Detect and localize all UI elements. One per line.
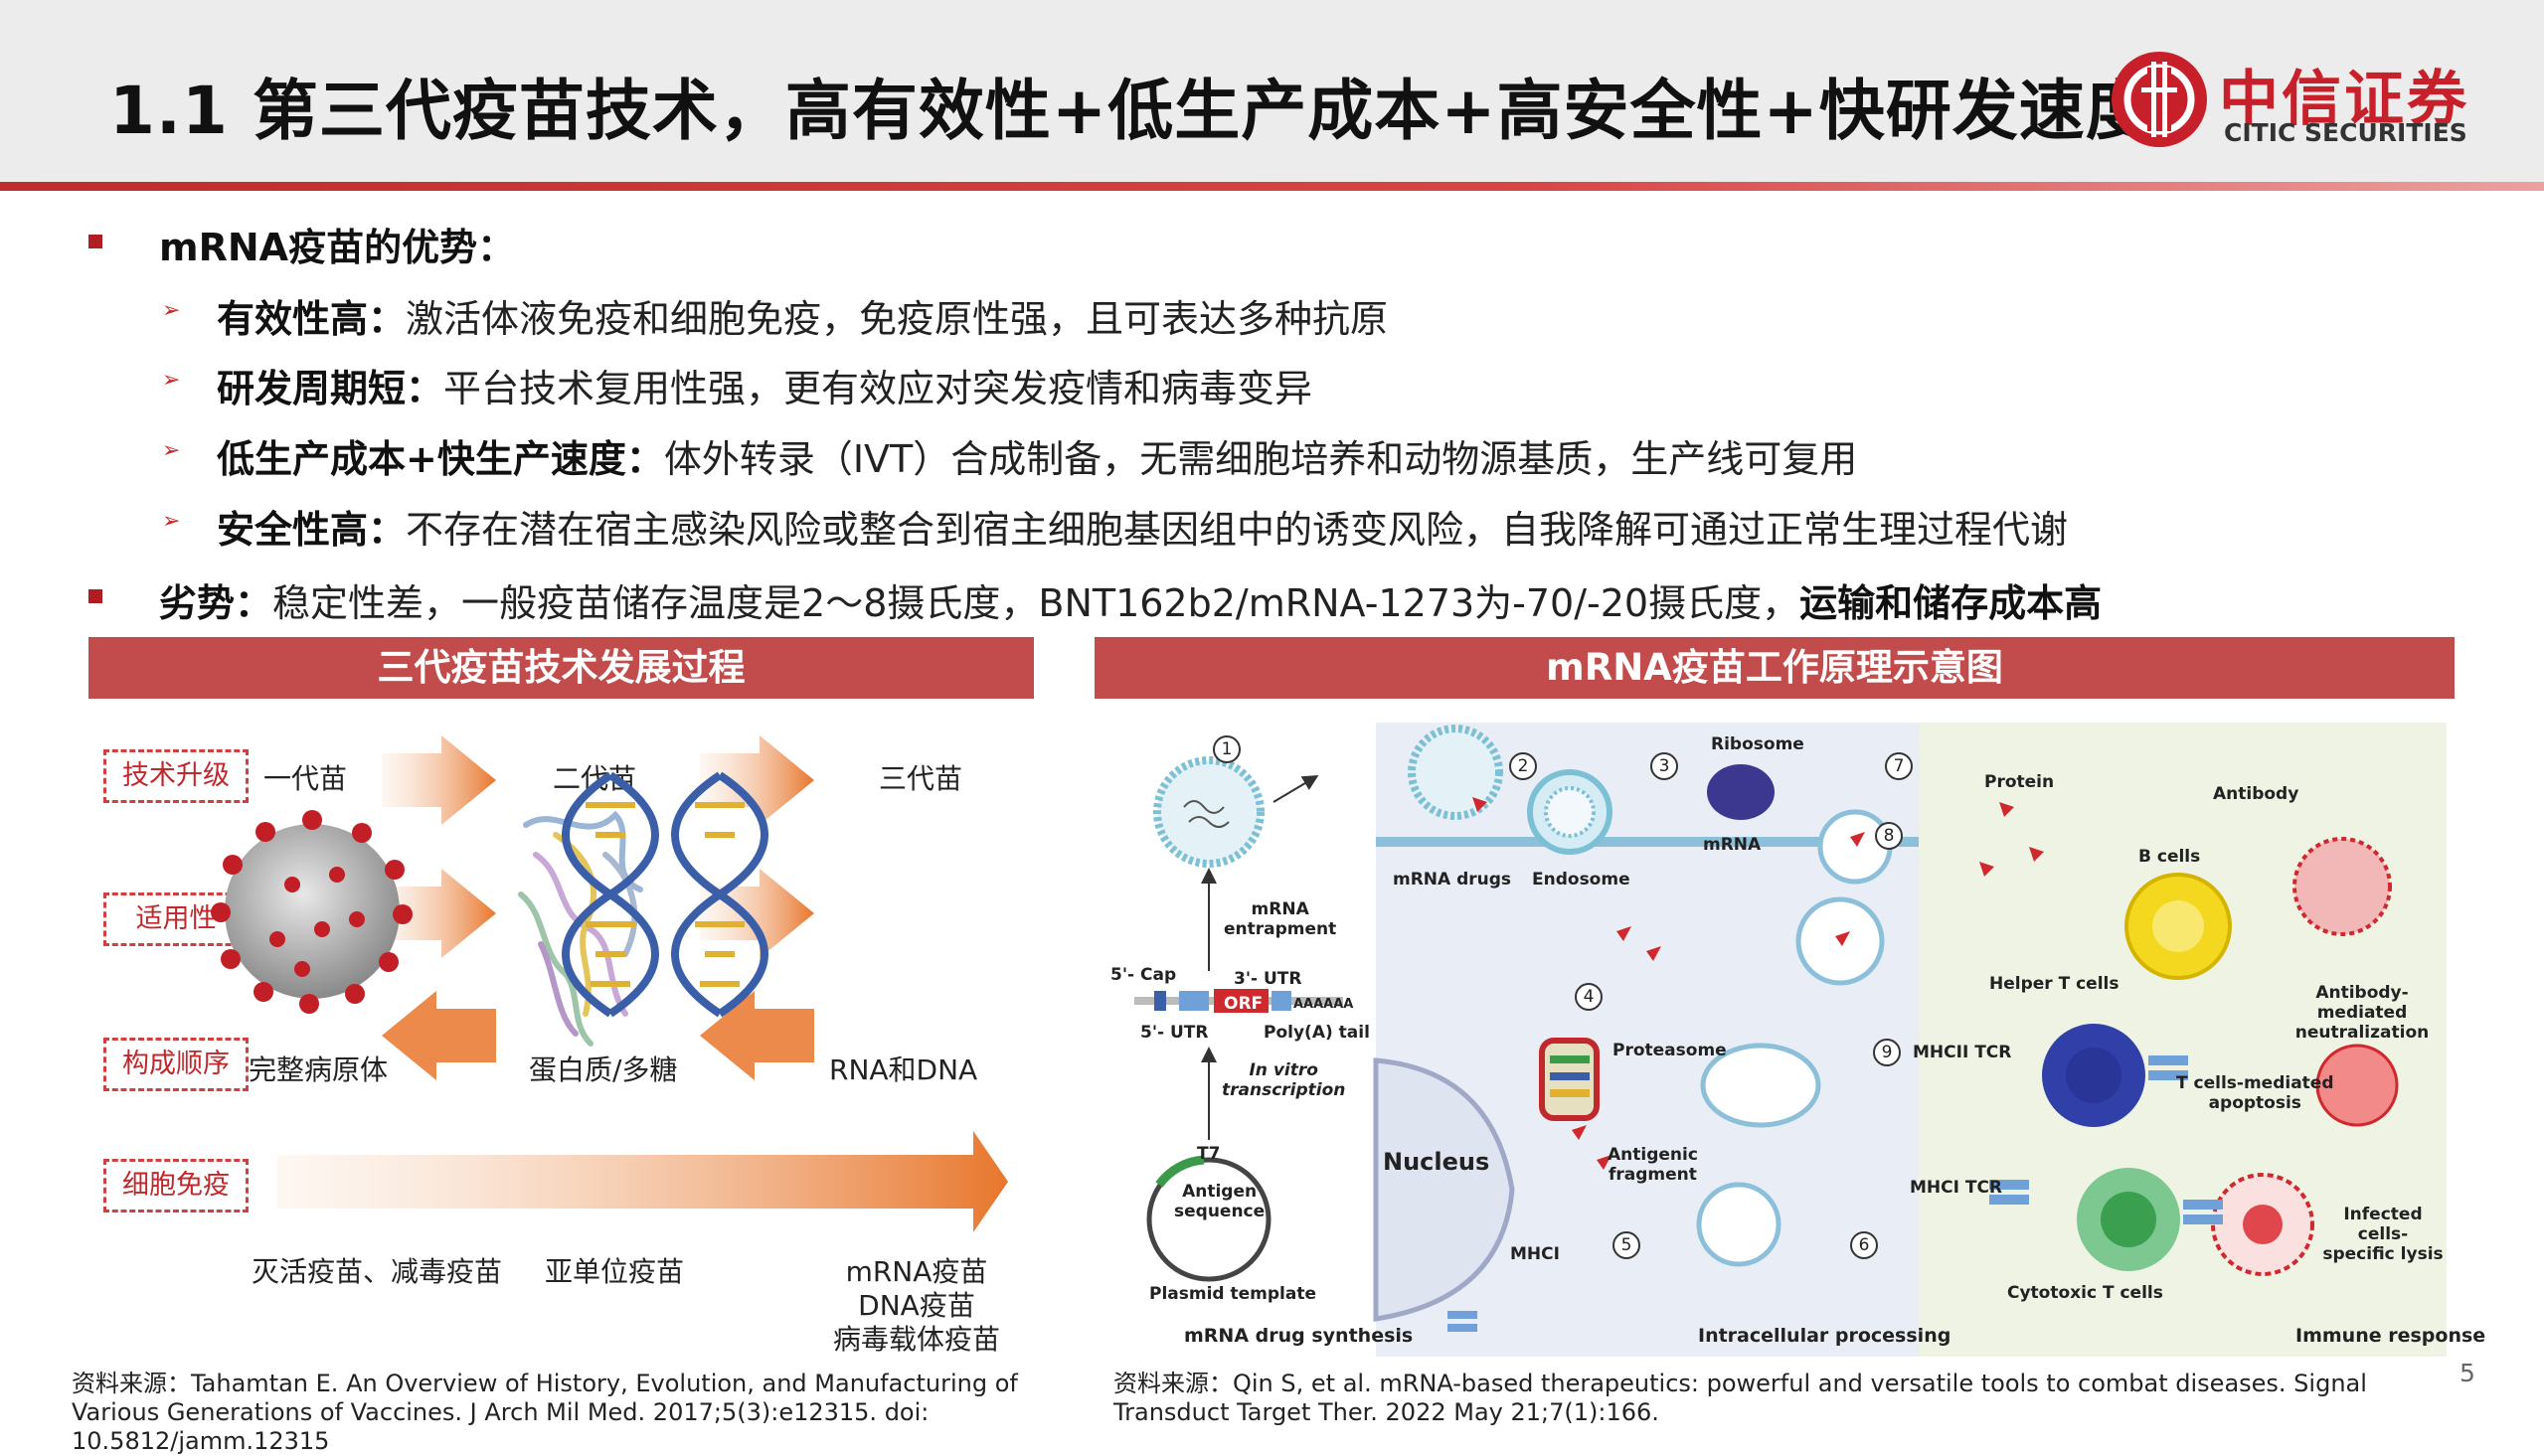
dna-helix-icon bbox=[562, 771, 768, 1018]
arrow-right-icon bbox=[382, 735, 496, 825]
label-b-cells: B cells bbox=[2138, 847, 2201, 867]
step-3-icon: 3 bbox=[1650, 752, 1678, 780]
point-rd-cycle: 研发周期短：平台技术复用性强，更有效应对突发疫情和病毒变异 bbox=[217, 367, 1313, 410]
label-antigenic-fragment: Antigenic fragment bbox=[1608, 1145, 1698, 1185]
arrow-bullet-icon: ➢ bbox=[162, 298, 181, 323]
vaccine-type-2: 亚单位疫苗 bbox=[545, 1255, 685, 1288]
composition-3: RNA和DNA bbox=[829, 1053, 978, 1086]
point-safety: 安全性高：不存在潜在宿主感染风险或整合到宿主细胞基因组中的诱变风险，自我降解可通… bbox=[217, 508, 2069, 552]
plasmid-icon bbox=[1146, 1155, 1272, 1282]
label-plasmid: Plasmid template bbox=[1149, 1284, 1316, 1304]
label-mrna-entrapment: mRNA entrapment bbox=[1224, 899, 1337, 939]
label-antigen-sequence: Antigen sequence bbox=[1174, 1182, 1266, 1221]
nucleus-icon bbox=[1373, 1057, 1515, 1322]
virus-icon bbox=[211, 810, 413, 1014]
step-6-icon: 6 bbox=[1850, 1231, 1878, 1259]
step-8-icon: 8 bbox=[1875, 822, 1903, 850]
label-immune-response: Immune response bbox=[2295, 1325, 2486, 1347]
left-source: 资料来源：Tahamtan E. An Overview of History,… bbox=[72, 1370, 1018, 1455]
composition-1: 完整病原体 bbox=[249, 1053, 389, 1086]
label-proteasome: Proteasome bbox=[1612, 1041, 1727, 1060]
cell-membrane-icon bbox=[1376, 725, 1919, 855]
label-in-vitro: In vitro transcription bbox=[1222, 1060, 1346, 1100]
label-cytotoxic-t: Cytotoxic T cells bbox=[2007, 1283, 2163, 1303]
page-title: 1.1 第三代疫苗技术，高有效性+低生产成本+高安全性+快研发速度 bbox=[109, 73, 2152, 149]
disadvantage-line: 劣势：稳定性差，一般疫苗储存温度是2～8摄氏度，BNT162b2/mRNA-12… bbox=[159, 581, 2103, 625]
gen1-label: 一代苗 bbox=[263, 762, 348, 795]
row-label-cellular-immunity: 细胞免疫 bbox=[103, 1159, 249, 1213]
immune-panel bbox=[1919, 723, 2447, 1357]
arrow-right-icon bbox=[382, 869, 496, 958]
advantages-heading: mRNA疫苗的优势： bbox=[159, 226, 516, 269]
label-5cap: 5'- Cap bbox=[1110, 965, 1177, 985]
step-5-icon: 5 bbox=[1612, 1231, 1640, 1259]
label-ribosome: Ribosome bbox=[1711, 734, 1804, 754]
citic-emblem-icon bbox=[2112, 52, 2207, 147]
square-bullet-icon bbox=[88, 235, 102, 248]
label-5utr: 5'- UTR bbox=[1140, 1023, 1209, 1043]
step-4-icon: 4 bbox=[1575, 983, 1603, 1011]
mrna-mechanism-diagram: 1 2 3 4 5 6 7 8 9 mRNA entrapment 5'- Ca… bbox=[1095, 723, 2485, 1357]
label-polya-seq: AAAAAA bbox=[1293, 997, 1354, 1012]
step-7-icon: 7 bbox=[1885, 752, 1913, 780]
left-panel-title: 三代疫苗技术发展过程 bbox=[88, 637, 1034, 699]
page-number: 5 bbox=[2459, 1359, 2475, 1387]
long-arrow-icon bbox=[277, 1131, 1008, 1232]
vaccine-type-1: 灭活疫苗、减毒疫苗 bbox=[252, 1255, 503, 1288]
label-intracellular: Intracellular processing bbox=[1698, 1325, 1951, 1347]
protein-structure-icon bbox=[518, 810, 643, 1047]
label-mrna-synthesis: mRNA drug synthesis bbox=[1184, 1325, 1414, 1347]
mrna-construct-icon bbox=[1134, 989, 1343, 1013]
label-antibody: Antibody bbox=[2213, 784, 2299, 804]
arrow-bullet-icon: ➢ bbox=[162, 368, 181, 393]
header-divider bbox=[0, 182, 2544, 191]
label-mhci: MHCI bbox=[1510, 1244, 1560, 1264]
label-mhci-tcr: MHCI TCR bbox=[1910, 1178, 2003, 1198]
label-polya-tail: Poly(A) tail bbox=[1264, 1023, 1370, 1043]
point-production: 低生产成本+快生产速度：体外转录（IVT）合成制备，无需细胞培养和动物源基质，生… bbox=[217, 437, 1858, 481]
label-mhcii-tcr: MHCII TCR bbox=[1913, 1043, 2012, 1062]
label-antibody-neutralization: Antibody-mediated neutralization bbox=[2294, 983, 2430, 1043]
ribosome-icon bbox=[1707, 764, 1775, 820]
label-mrna-drugs: mRNA drugs bbox=[1393, 870, 1512, 890]
label-infected-lysis: Infected cells- specific lysis bbox=[2322, 1205, 2444, 1264]
square-bullet-icon bbox=[88, 589, 102, 603]
label-nucleus: Nucleus bbox=[1383, 1148, 1490, 1176]
vaccine-evolution-diagram bbox=[211, 735, 1008, 1232]
logo-english-text: CITIC SECURITIES bbox=[2224, 118, 2467, 147]
infected-cell-icon bbox=[2315, 1044, 2399, 1127]
step-1-icon: 1 bbox=[1213, 735, 1241, 763]
label-t7: T7 bbox=[1197, 1144, 1221, 1164]
lipid-nanoparticle-icon bbox=[1153, 756, 1265, 868]
citic-logo: 中信证券 CITIC SECURITIES bbox=[2108, 45, 2525, 154]
label-helper-t: Helper T cells bbox=[1989, 974, 2120, 994]
label-orf: ORF bbox=[1224, 994, 1264, 1014]
vaccine-type-3: mRNA疫苗 DNA疫苗 病毒载体疫苗 bbox=[833, 1255, 1001, 1356]
right-panel-title: mRNA疫苗工作原理示意图 bbox=[1095, 637, 2455, 699]
label-endosome: Endosome bbox=[1532, 870, 1630, 890]
label-3utr: 3'- UTR bbox=[1234, 969, 1302, 989]
point-efficacy: 有效性高：激活体液免疫和细胞免疫，免疫原性强，且可表达多种抗原 bbox=[217, 297, 1389, 341]
gen3-label: 三代苗 bbox=[879, 762, 963, 795]
step-2-icon: 2 bbox=[1509, 752, 1537, 780]
virus-neutralized-icon bbox=[2292, 837, 2392, 936]
mechanism-shapes bbox=[1134, 725, 2399, 1332]
arrow-bullet-icon: ➢ bbox=[162, 509, 181, 534]
arrow-left-icon bbox=[700, 991, 814, 1080]
row-label-upgrade: 技术升级 bbox=[103, 749, 249, 803]
arrow-bullet-icon: ➢ bbox=[162, 438, 181, 463]
row-label-composition: 构成顺序 bbox=[103, 1038, 249, 1091]
proteasome-icon bbox=[1539, 1038, 1600, 1121]
label-tcell-apoptosis: T cells-mediated apoptosis bbox=[2176, 1073, 2334, 1113]
label-protein: Protein bbox=[1984, 772, 2055, 792]
composition-2: 蛋白质/多糖 bbox=[529, 1053, 678, 1086]
step-9-icon: 9 bbox=[1873, 1039, 1901, 1066]
right-source: 资料来源：Qin S, et al. mRNA-based therapeuti… bbox=[1113, 1370, 2367, 1426]
arrow-left-icon bbox=[382, 991, 496, 1080]
arrow-right-icon bbox=[700, 869, 814, 958]
label-mrna: mRNA bbox=[1703, 835, 1762, 855]
logo-chinese-text: 中信证券 bbox=[2219, 65, 2469, 134]
